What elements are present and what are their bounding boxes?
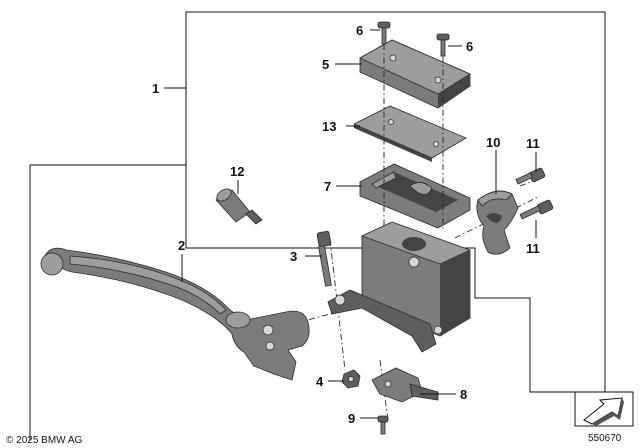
brake-light-switch-part-8 <box>371 367 439 403</box>
screw-part-11-lower <box>519 199 554 220</box>
reservoir-cover-part-5 <box>359 39 471 109</box>
callout-4: 4 <box>316 374 324 389</box>
callout-9: 9 <box>348 411 355 426</box>
callout-2: 2 <box>178 238 185 253</box>
callout-3: 3 <box>290 249 297 264</box>
assembly-frame-outer <box>29 12 187 440</box>
copyright-text: © 2025 BMW AG <box>6 435 83 446</box>
master-cylinder-body <box>327 221 472 353</box>
nut-part-4 <box>341 369 361 389</box>
callout-11a: 11 <box>526 136 540 151</box>
callout-12: 12 <box>230 164 244 179</box>
gasket-part-13 <box>353 105 467 162</box>
screw-part-9 <box>377 415 389 435</box>
callout-6a: 6 <box>356 23 363 38</box>
pivot-bolt-part-3 <box>316 230 332 287</box>
axis-line-clamp <box>454 195 541 239</box>
orientation-arrow-icon <box>574 391 634 427</box>
callout-5: 5 <box>322 57 329 72</box>
callout-10: 10 <box>486 135 500 150</box>
screw-part-6-left <box>377 21 391 45</box>
assembly-frame <box>185 11 606 393</box>
callout-1: 1 <box>152 81 159 96</box>
brake-lever-part-2 <box>40 247 310 381</box>
clamp-part-10 <box>476 190 519 255</box>
screw-part-6-right <box>436 33 450 57</box>
callout-7: 7 <box>324 179 331 194</box>
screw-part-11-upper <box>515 167 546 185</box>
callout-6b: 6 <box>466 39 473 54</box>
callout-11b: 11 <box>526 241 540 256</box>
callout-13: 13 <box>322 119 336 134</box>
callout-8: 8 <box>460 387 467 402</box>
axis-line-pivot <box>329 239 346 371</box>
diagram-number: 550670 <box>588 433 622 444</box>
reservoir-insert-part-7 <box>359 163 471 229</box>
adjuster-pin-part-12 <box>215 188 263 225</box>
